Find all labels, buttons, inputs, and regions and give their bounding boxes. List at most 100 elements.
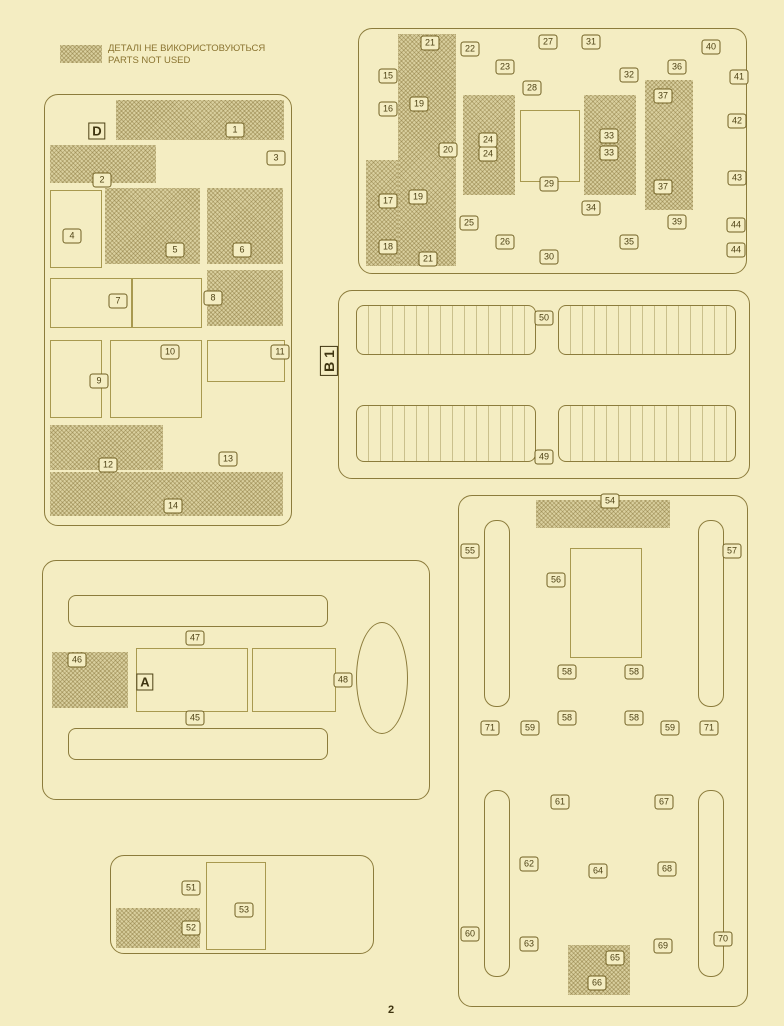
sprue-top-right-frame <box>358 28 747 274</box>
part-number-label: 67 <box>654 794 674 810</box>
part-number-label: 1 <box>225 122 245 138</box>
part-number-label: 22 <box>460 41 480 57</box>
part-number-label: 43 <box>727 170 747 186</box>
sprue-d-frame <box>44 94 292 526</box>
part-number-label: 44 <box>726 217 746 233</box>
part-number-label: 59 <box>520 720 540 736</box>
fuselage-half-47 <box>68 595 328 627</box>
part-number-label: 71 <box>699 720 719 736</box>
part-number-label: 42 <box>727 113 747 129</box>
part-number-label: 54 <box>600 493 620 509</box>
part-number-label: 65 <box>605 950 625 966</box>
sprue-cell <box>206 862 266 950</box>
unused-part-area <box>116 100 284 140</box>
part-number-label: 3 <box>266 150 286 166</box>
part-number-label: 50 <box>534 310 554 326</box>
part-number-label: 58 <box>557 710 577 726</box>
part-number-label: 57 <box>722 543 742 559</box>
sprue-a-frame <box>42 560 430 800</box>
upper-wing-right <box>558 305 736 355</box>
unused-part-area <box>50 472 283 516</box>
unused-part-area <box>50 425 163 470</box>
part-number-label: 37 <box>653 88 673 104</box>
part-number-label: 61 <box>550 794 570 810</box>
part-number-label: 15 <box>378 68 398 84</box>
part-number-label: 47 <box>185 630 205 646</box>
part-number-label: 8 <box>203 290 223 306</box>
part-number-label: 52 <box>181 920 201 936</box>
part-number-label: 14 <box>163 498 183 514</box>
unused-part-area <box>584 95 636 195</box>
part-number-label: 18 <box>378 239 398 255</box>
part-number-label: 49 <box>534 449 554 465</box>
part-number-label: 64 <box>588 863 608 879</box>
sprue-cell <box>252 648 336 712</box>
float-57 <box>698 520 724 707</box>
part-number-label: 69 <box>653 938 673 954</box>
part-number-label: 25 <box>459 215 479 231</box>
part-number-label: 11 <box>270 344 290 360</box>
part-number-label: 58 <box>624 710 644 726</box>
legend-english: PARTS NOT USED <box>108 55 191 66</box>
part-number-label: 7 <box>108 293 128 309</box>
part-number-label: 71 <box>480 720 500 736</box>
part-number-label: 16 <box>378 101 398 117</box>
part-number-label: 51 <box>181 880 201 896</box>
part-number-label: 19 <box>409 96 429 112</box>
part-number-label: 28 <box>522 80 542 96</box>
float-55 <box>484 520 510 707</box>
lower-wing-left <box>356 405 536 462</box>
part-number-label: 27 <box>538 34 558 50</box>
part-number-label: 60 <box>460 926 480 942</box>
part-number-label: 31 <box>581 34 601 50</box>
fuselage-half-45 <box>68 728 328 760</box>
part-number-label: 12 <box>98 457 118 473</box>
part-number-label: 5 <box>165 242 185 258</box>
part-number-label: 33 <box>599 128 619 144</box>
part-number-label: 4 <box>62 228 82 244</box>
part-number-label: 66 <box>587 975 607 991</box>
unused-part-area <box>105 188 200 264</box>
part-number-label: 62 <box>519 856 539 872</box>
part-number-label: 10 <box>160 344 180 360</box>
sprue-cell <box>520 110 580 182</box>
part-number-label: 44 <box>726 242 746 258</box>
sprue-a-label: A <box>136 673 154 691</box>
part-number-label: 41 <box>729 69 749 85</box>
part-number-label: 29 <box>539 176 559 192</box>
sprue-cell <box>570 548 642 658</box>
part-number-label: 68 <box>657 861 677 877</box>
lower-wing-right <box>558 405 736 462</box>
sprue-cell <box>207 340 285 382</box>
part-number-label: 37 <box>653 179 673 195</box>
unused-part-area <box>52 652 128 708</box>
part-number-label: 55 <box>460 543 480 559</box>
part-number-label: 2 <box>92 172 112 188</box>
sprue-cell <box>110 340 202 418</box>
part-number-label: 70 <box>713 931 733 947</box>
legend-text: ДЕТАЛІ НЕ ВИКОРИСТОВУЮТЬСЯ PARTS NOT USE… <box>108 43 265 67</box>
part-number-label: 21 <box>418 251 438 267</box>
part-number-label: 45 <box>185 710 205 726</box>
unused-part-area <box>536 500 670 528</box>
part-number-label: 20 <box>438 142 458 158</box>
part-number-label: 39 <box>667 214 687 230</box>
unused-part-area <box>568 945 630 995</box>
part-number-label: 23 <box>495 59 515 75</box>
part-number-label: 13 <box>218 451 238 467</box>
part-number-label: 17 <box>378 193 398 209</box>
sprue-cell <box>50 278 132 328</box>
part-number-label: 35 <box>619 234 639 250</box>
part-number-label: 36 <box>667 59 687 75</box>
legend-ukrainian: ДЕТАЛІ НЕ ВИКОРИСТОВУЮТЬСЯ <box>108 43 266 54</box>
part-number-label: 48 <box>333 672 353 688</box>
sprue-b1-frame <box>338 290 750 479</box>
part-number-label: 6 <box>232 242 252 258</box>
upper-wing-left <box>356 305 536 355</box>
sprue-cell <box>132 278 202 328</box>
part-number-label: 19 <box>408 189 428 205</box>
part-number-label: 46 <box>67 652 87 668</box>
part-number-label: 40 <box>701 39 721 55</box>
page-number: 2 <box>388 1004 395 1016</box>
part-number-label: 9 <box>89 373 109 389</box>
